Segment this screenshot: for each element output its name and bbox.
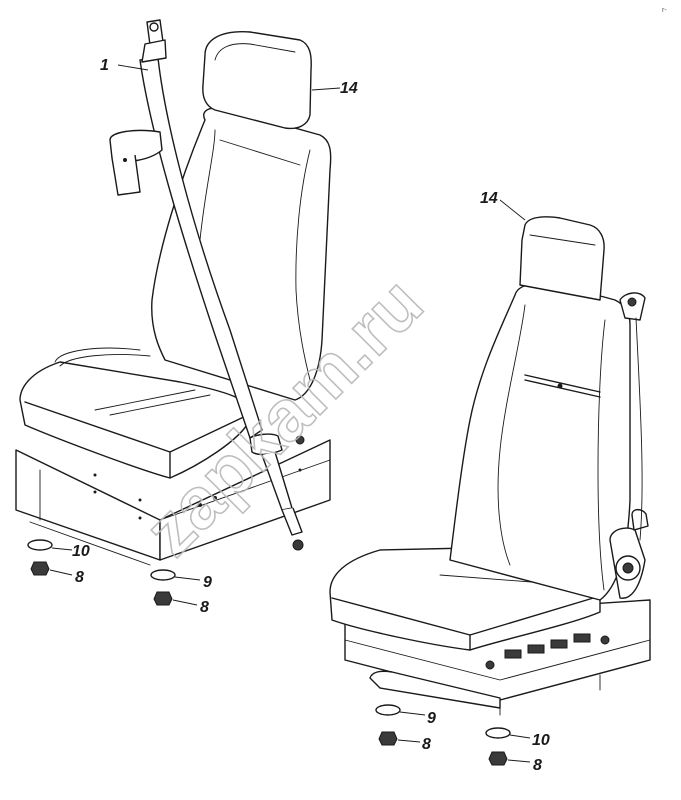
callout-1: 1 xyxy=(100,57,109,74)
left-seat-cushion xyxy=(19,347,251,479)
right-seat-headrest xyxy=(519,216,605,301)
left-seat-base xyxy=(15,439,331,566)
callout-8-right-b: 8 xyxy=(533,757,542,774)
callout-10-left: 10 xyxy=(72,543,90,560)
right-seat-mechanism xyxy=(609,292,649,599)
callout-14-left: 14 xyxy=(340,80,358,97)
left-seat-belt xyxy=(109,19,305,551)
left-seat xyxy=(15,19,332,606)
callout-14-right: 14 xyxy=(480,190,498,207)
callout-9-right: 9 xyxy=(427,710,436,727)
right-seat-backrest xyxy=(449,283,631,601)
callout-9-left: 9 xyxy=(203,574,212,591)
callouts: 1 14 14 10 8 9 8 9 8 10 8 xyxy=(49,57,550,774)
callout-10-right: 10 xyxy=(532,732,550,749)
callout-8-right-a: 8 xyxy=(422,736,431,753)
left-seat-fasteners xyxy=(27,539,176,606)
callout-8-left-b: 8 xyxy=(200,599,209,616)
corner-mark: r- xyxy=(662,7,667,14)
left-seat-headrest xyxy=(202,31,312,130)
right-seat-fasteners xyxy=(375,704,511,766)
right-seat xyxy=(329,216,651,766)
callout-8-left-a: 8 xyxy=(75,569,84,586)
